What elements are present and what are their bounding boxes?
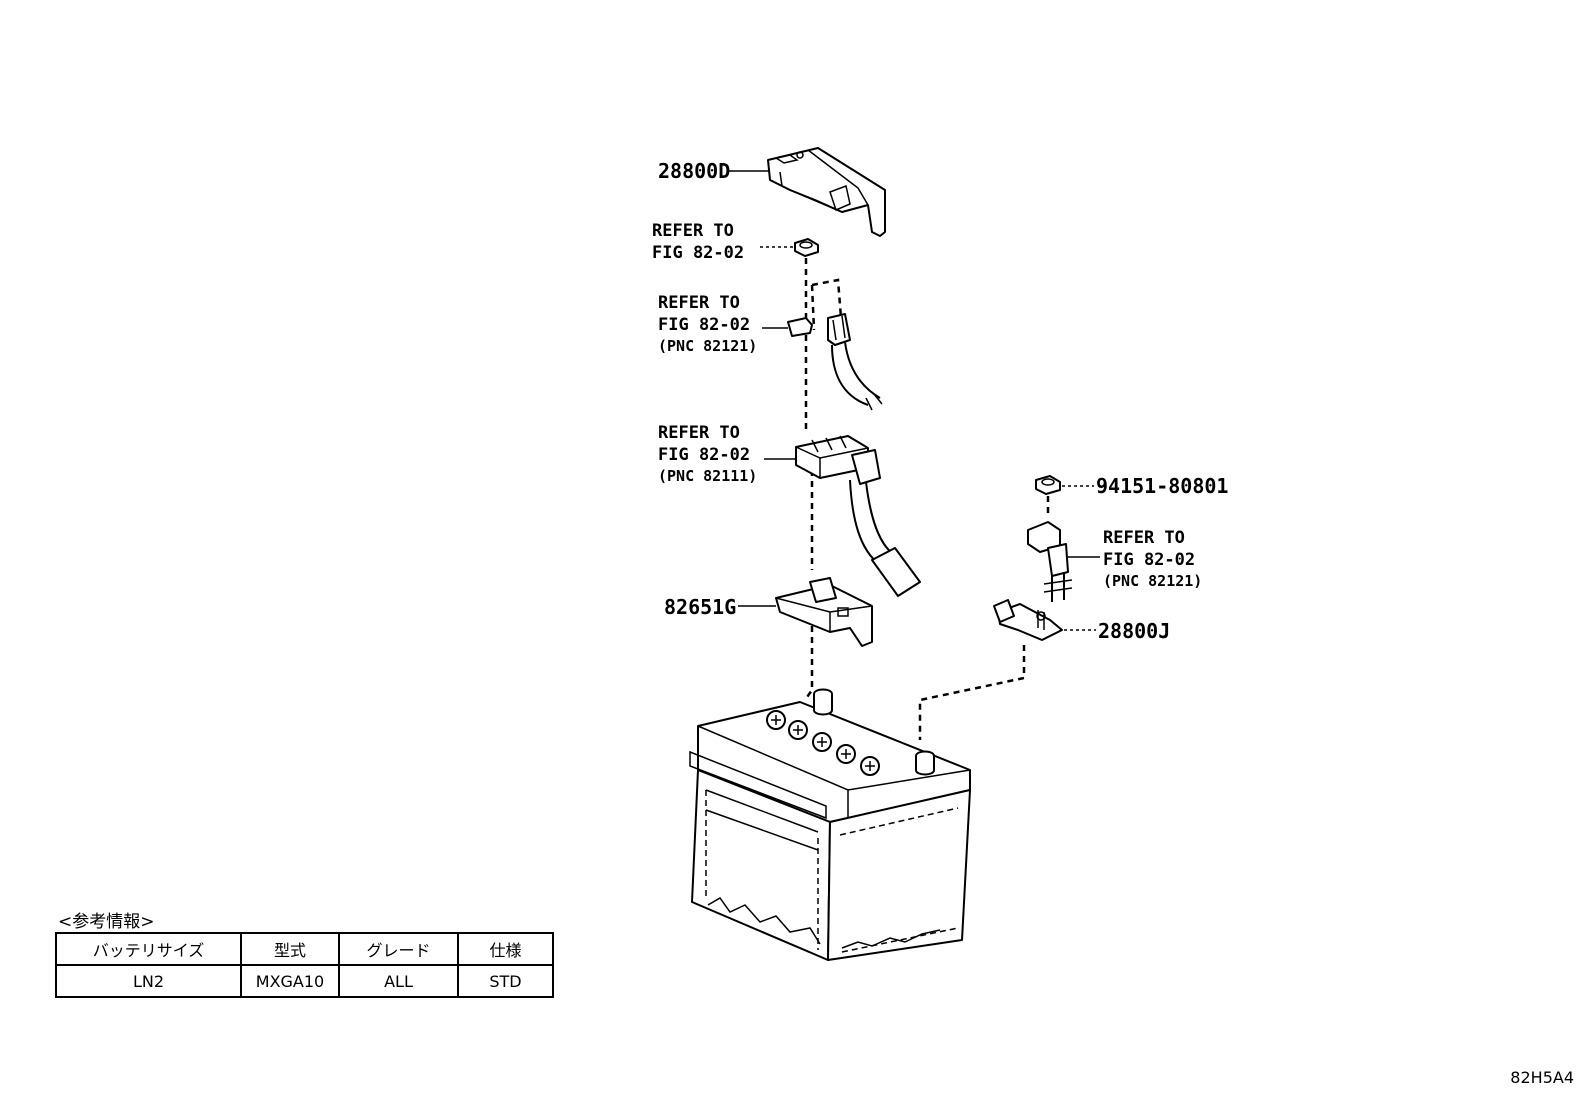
label-28800D: 28800D — [658, 159, 730, 183]
header-model: 型式 — [240, 932, 340, 966]
header-spec: 仕様 — [457, 932, 554, 966]
refer-cable-upper-line2: FIG 82-02 — [658, 315, 750, 335]
battery-part — [689, 688, 971, 961]
refer-cable-upper-line1: REFER TO — [658, 293, 740, 313]
refer-cable-main-line2: FIG 82-02 — [658, 445, 750, 465]
label-82651G: 82651G — [664, 595, 736, 619]
header-grade: グレード — [338, 932, 459, 966]
cable-upper-part — [787, 313, 883, 411]
assembly-line-right-lower — [918, 645, 1026, 740]
cable-negative-part — [1027, 521, 1073, 602]
cell-spec: STD — [457, 964, 554, 998]
label-94151-80801: 94151-80801 — [1096, 474, 1228, 498]
assembly-line-box — [810, 278, 844, 331]
refer-cable-negative-line3: (PNC 82121) — [1103, 572, 1202, 590]
negative-terminal-part — [993, 599, 1063, 641]
refer-nut-line1: REFER TO — [652, 221, 734, 241]
refer-cable-negative-line2: FIG 82-02 — [1103, 550, 1195, 570]
refer-nut-line2: FIG 82-02 — [652, 243, 744, 263]
cell-model: MXGA10 — [240, 964, 340, 998]
header-battery-size: バッテリサイズ — [55, 932, 242, 966]
refer-cable-upper-line3: (PNC 82121) — [658, 337, 757, 355]
refer-cable-negative-line1: REFER TO — [1103, 528, 1185, 548]
cable-main-part — [795, 435, 921, 597]
nut-right-part — [1035, 475, 1061, 495]
cell-battery-size: LN2 — [55, 964, 242, 998]
info-table-row: LN2 MXGA10 ALL STD — [55, 964, 554, 998]
battery-cover-part — [767, 147, 886, 237]
nut-upper-part — [794, 238, 819, 257]
refer-cable-main-line1: REFER TO — [658, 423, 740, 443]
figure-code: 82H5A4 — [1510, 1068, 1574, 1087]
info-table: バッテリサイズ 型式 グレード 仕様 LN2 MXGA10 ALL STD — [55, 932, 554, 998]
assembly-line-main — [803, 258, 814, 701]
info-title: <参考情報> — [58, 912, 155, 932]
refer-cable-main-line3: (PNC 82111) — [658, 467, 757, 485]
bracket-part — [775, 577, 873, 647]
vent-caps — [766, 710, 880, 776]
label-28800J: 28800J — [1098, 619, 1170, 643]
info-table-header-row: バッテリサイズ 型式 グレード 仕様 — [55, 932, 554, 966]
negative-post — [915, 750, 935, 776]
positive-post — [813, 688, 833, 716]
cell-grade: ALL — [338, 964, 459, 998]
